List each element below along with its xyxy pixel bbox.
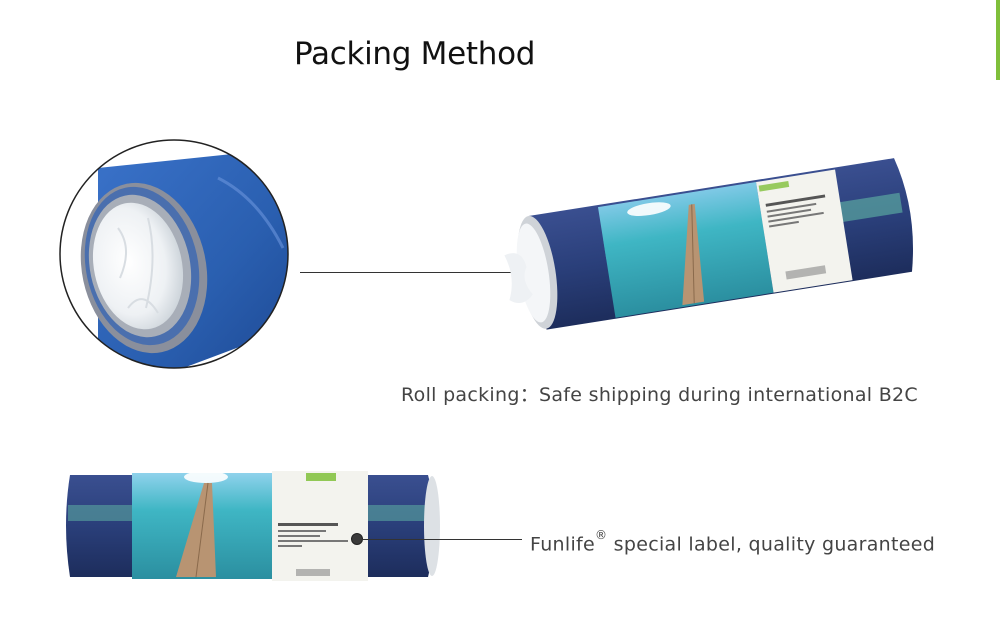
label-caption-text: special label, quality guaranteed [607,533,936,556]
label-callout-line [362,539,522,540]
registered-mark: ® [595,528,608,542]
green-edge-accent [996,0,1000,80]
label-caption-brand: Funlife [530,533,596,556]
closeup-callout-line [300,272,516,273]
roll-packing-caption: Roll packing：Safe shipping during intern… [401,384,918,406]
large-roll-photo [504,158,914,330]
page-title: Packing Method [294,36,536,72]
small-roll-photo [66,471,440,581]
label-caption: Funlife® special label, quality guarante… [530,528,936,556]
roll-end-closeup-photo [59,139,289,369]
